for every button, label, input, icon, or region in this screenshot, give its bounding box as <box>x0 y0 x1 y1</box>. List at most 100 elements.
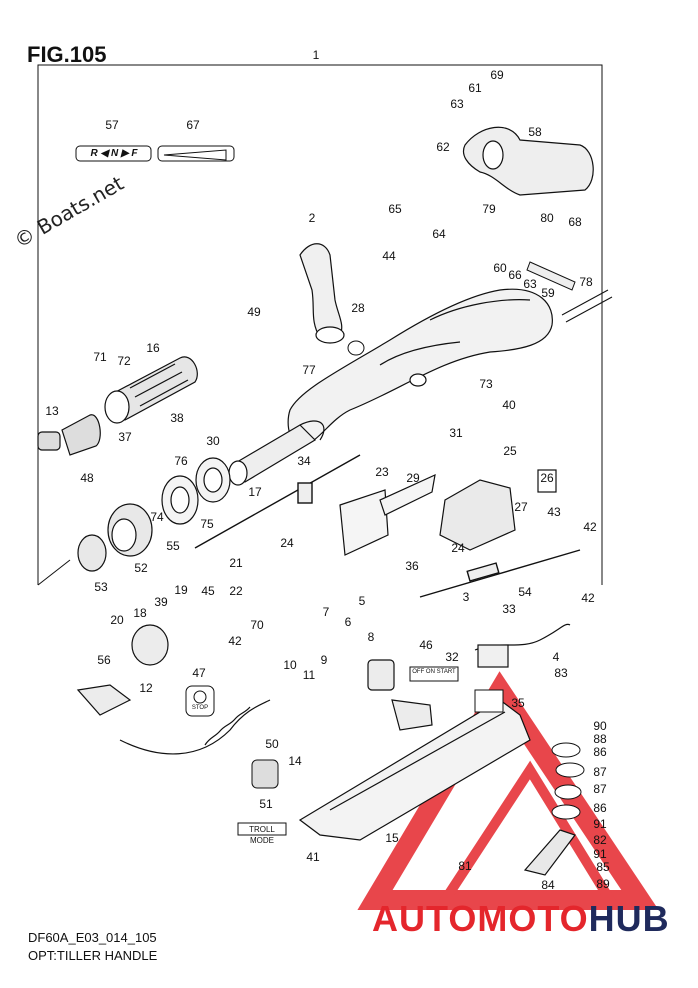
washer-28 <box>347 340 365 356</box>
callout-c89: 89 <box>596 877 610 891</box>
pivot-bracket <box>462 126 594 196</box>
callout-c74: 74 <box>150 510 164 524</box>
stop-lanyard <box>119 699 271 755</box>
stop-switch <box>76 624 169 716</box>
callout-c21: 21 <box>229 556 243 570</box>
callout-c60: 60 <box>493 261 507 275</box>
callout-c38: 38 <box>170 411 184 425</box>
callout-c85: 85 <box>596 860 610 874</box>
shift-lever <box>299 243 345 344</box>
callout-c26: 26 <box>540 471 554 485</box>
callout-c78: 78 <box>579 275 593 289</box>
callout-c18: 18 <box>133 606 147 620</box>
callout-c41: 41 <box>306 850 320 864</box>
callout-c4: 4 <box>552 650 560 664</box>
callout-c37: 37 <box>118 430 132 444</box>
callout-c47: 47 <box>192 666 206 680</box>
callout-c59: 59 <box>541 286 555 300</box>
callout-c91a: 91 <box>593 817 607 831</box>
callout-c87a: 87 <box>593 765 607 779</box>
callout-c53: 53 <box>94 580 108 594</box>
callout-c55: 55 <box>166 539 180 553</box>
callout-c2: 2 <box>308 211 316 225</box>
callout-c1: 1 <box>312 48 320 62</box>
callout-c81: 81 <box>458 859 472 873</box>
switch-assembly <box>439 469 557 551</box>
callout-c54: 54 <box>518 585 532 599</box>
throttle-bracket <box>339 473 436 556</box>
callout-c5: 5 <box>358 594 366 608</box>
callout-c67: 67 <box>186 118 200 132</box>
figure-subtitle: OPT:TILLER HANDLE <box>28 948 158 963</box>
callout-c76: 76 <box>174 454 188 468</box>
callout-c83: 83 <box>554 666 568 680</box>
callout-c79: 79 <box>482 202 496 216</box>
callout-c23: 23 <box>375 465 389 479</box>
callout-c91b: 91 <box>593 847 607 861</box>
callout-c51: 51 <box>259 797 273 811</box>
callout-c31: 31 <box>449 426 463 440</box>
callout-c28: 28 <box>351 301 365 315</box>
brand-part-2: HUB <box>588 898 670 939</box>
callout-c72: 72 <box>117 354 131 368</box>
callout-c63b: 63 <box>523 277 537 291</box>
switch-decal-35 <box>474 689 504 713</box>
callout-c3: 3 <box>462 590 470 604</box>
callout-c14: 14 <box>288 754 302 768</box>
callout-c24a: 24 <box>280 536 294 550</box>
callout-c33: 33 <box>502 602 516 616</box>
tiller-shaft <box>228 420 325 486</box>
callout-c35: 35 <box>511 696 525 710</box>
callout-c73: 73 <box>479 377 493 391</box>
callout-c36: 36 <box>405 559 419 573</box>
brand-part-1: AUTOMOTO <box>372 898 589 939</box>
callout-c62: 62 <box>436 140 450 154</box>
callout-c86b: 86 <box>593 801 607 815</box>
callout-c58: 58 <box>528 125 542 139</box>
switch-decal-text: OFF ON START <box>412 669 456 675</box>
bolt-59 <box>526 261 576 291</box>
callout-c30: 30 <box>206 434 220 448</box>
callout-c75: 75 <box>200 517 214 531</box>
troll-decal-frame <box>237 822 287 836</box>
callout-c12: 12 <box>139 681 153 695</box>
callout-c68: 68 <box>568 215 582 229</box>
washer-stack <box>551 742 585 820</box>
callout-c6: 6 <box>344 615 352 629</box>
ignition-switch <box>367 659 433 731</box>
figure-code: DF60A_E03_014_105 <box>28 930 157 945</box>
callout-c52: 52 <box>134 561 148 575</box>
throttle-grip <box>104 356 198 424</box>
callout-c64: 64 <box>432 227 446 241</box>
callout-c46: 46 <box>419 638 433 652</box>
callout-c42a: 42 <box>583 520 597 534</box>
callout-c17: 17 <box>248 485 262 499</box>
callout-c16: 16 <box>146 341 160 355</box>
callout-c44: 44 <box>382 249 396 263</box>
callout-c39: 39 <box>154 595 168 609</box>
wire-harness <box>474 623 571 668</box>
callout-c27: 27 <box>514 500 528 514</box>
callout-c66: 66 <box>508 268 522 282</box>
callout-c8: 8 <box>367 630 375 644</box>
troll-knob <box>251 759 279 789</box>
callout-c71: 71 <box>93 350 107 364</box>
callout-c63a: 63 <box>450 97 464 111</box>
wedge-decal <box>157 145 235 162</box>
callout-c34: 34 <box>297 454 311 468</box>
callout-c42b: 42 <box>581 591 595 605</box>
callout-c57: 57 <box>105 118 119 132</box>
callout-c45: 45 <box>201 584 215 598</box>
stop-decal <box>185 685 215 717</box>
callout-c69: 69 <box>490 68 504 82</box>
callout-c9: 9 <box>320 653 328 667</box>
callout-c87b: 87 <box>593 782 607 796</box>
callout-c61: 61 <box>468 81 482 95</box>
callout-c20: 20 <box>110 613 124 627</box>
callout-c42c: 42 <box>228 634 242 648</box>
assembly-frame <box>37 64 603 586</box>
callout-c49: 49 <box>247 305 261 319</box>
callout-c43: 43 <box>547 505 561 519</box>
shift-rod <box>194 454 361 549</box>
